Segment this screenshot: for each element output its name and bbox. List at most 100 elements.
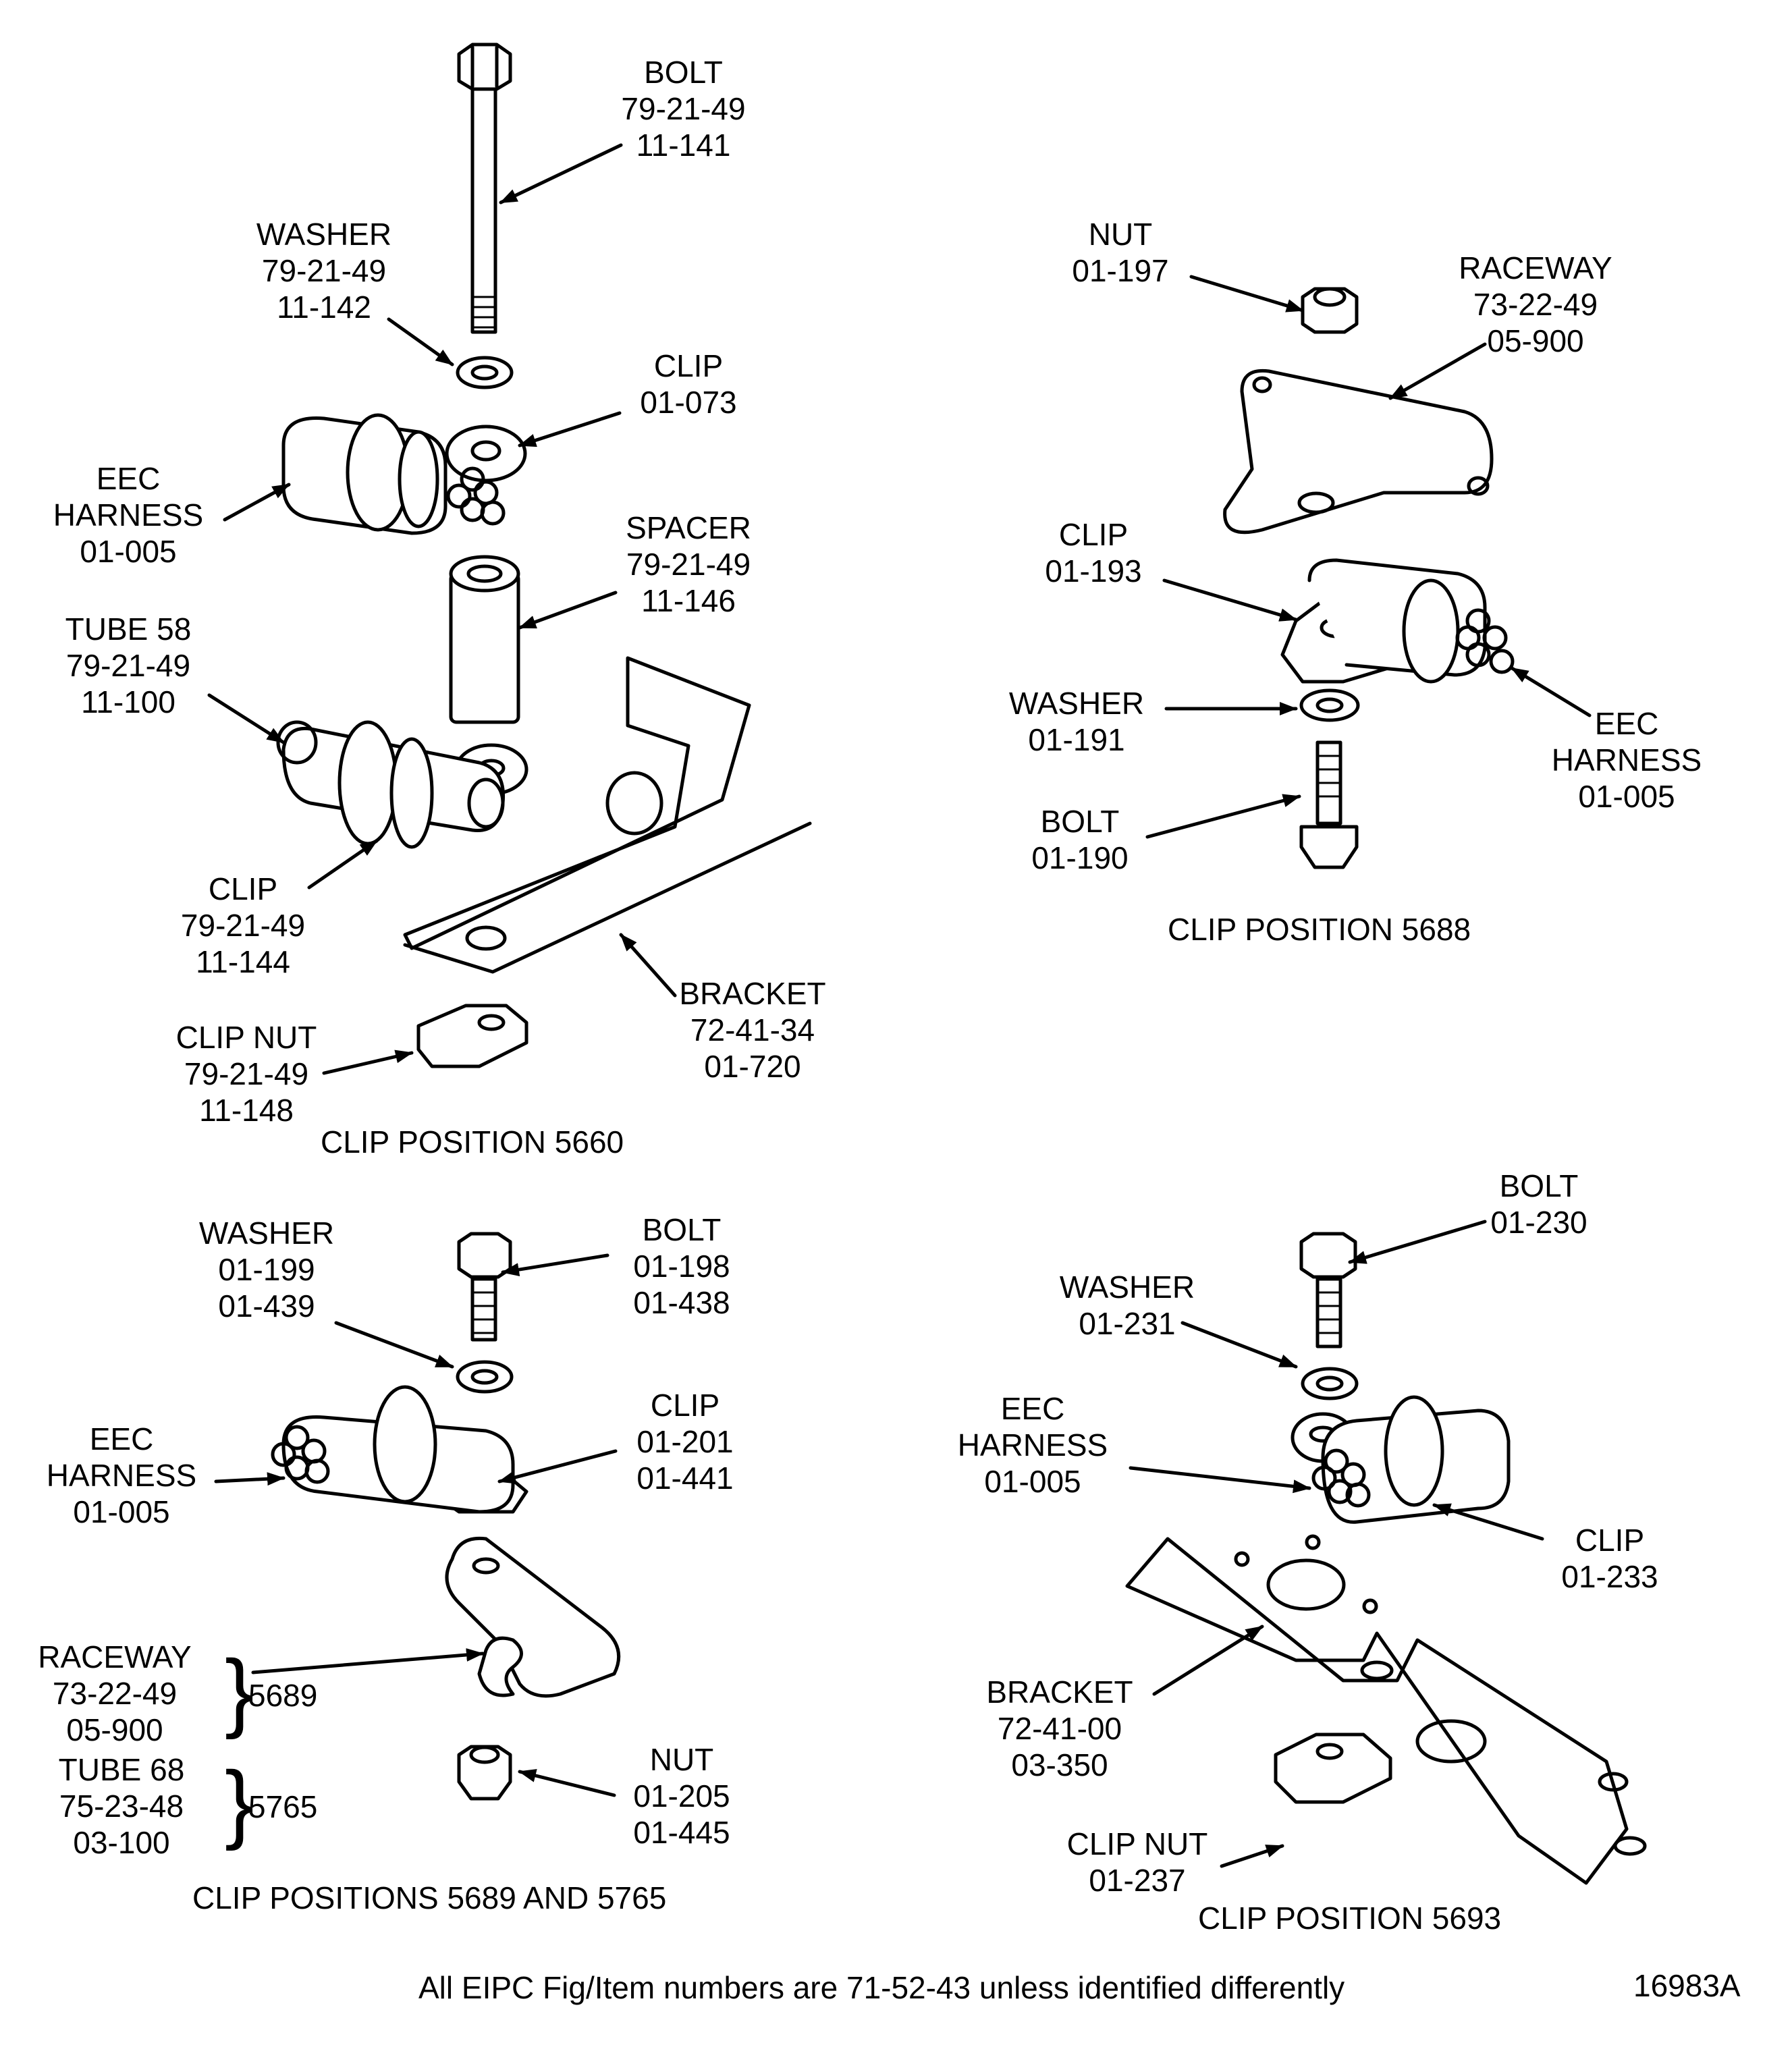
fig5689-washer xyxy=(456,1360,514,1394)
label-line: BOLT xyxy=(644,55,723,90)
label-line: HARNESS xyxy=(1551,742,1702,778)
figure-id: 16983A xyxy=(1633,1968,1741,2003)
label-line: CLIP xyxy=(650,1388,720,1423)
label-line: BOLT xyxy=(1499,1168,1579,1203)
label-line: 05-900 xyxy=(66,1712,163,1747)
fig5688-bolt xyxy=(1299,740,1359,869)
label-line: TUBE 68 xyxy=(58,1752,185,1787)
fig5660-tube-clip xyxy=(276,720,528,849)
label-line: 01-073 xyxy=(640,385,737,420)
label-line: 03-350 xyxy=(1011,1747,1108,1782)
label-line: WASHER xyxy=(1059,1270,1195,1305)
label-line: WASHER xyxy=(198,1216,335,1251)
fig5688-washer xyxy=(1299,688,1360,722)
label-line: 05-900 xyxy=(1487,323,1584,358)
fig5689-harness-label: EEC HARNESS 01-005 xyxy=(27,1421,216,1530)
fig5693-caption: CLIP POSITION 5693 xyxy=(1198,1901,1502,1936)
fig5688-washer-label: WASHER 01-191 xyxy=(989,685,1164,758)
label-line: 01-438 xyxy=(633,1285,730,1320)
label-line: 01-237 xyxy=(1089,1863,1186,1898)
fig5693-bolt-label: BOLT 01-230 xyxy=(1471,1168,1606,1240)
fig5693-bolt xyxy=(1299,1232,1357,1348)
label-line: 01-231 xyxy=(1079,1306,1176,1341)
label-line: CLIP NUT xyxy=(1066,1826,1208,1861)
label-line: 01-190 xyxy=(1031,840,1129,875)
label-line: 01-201 xyxy=(636,1424,734,1459)
raceway-brace: } xyxy=(225,1641,254,1740)
label-line: RACEWAY xyxy=(38,1639,192,1674)
label-line: NUT xyxy=(649,1742,714,1777)
fig5689-tube-position: 5765 xyxy=(248,1789,318,1824)
label-line: BOLT xyxy=(642,1212,722,1247)
label-line: 01-005 xyxy=(80,534,177,569)
label-line: CLIP xyxy=(1575,1523,1645,1558)
label-line: HARNESS xyxy=(53,497,204,533)
label-line: 01-439 xyxy=(218,1288,315,1324)
label-line: CLIP xyxy=(653,348,724,383)
fig5693-clip xyxy=(1291,1395,1511,1524)
label-line: CLIP NUT xyxy=(175,1020,317,1055)
fig5693-harness-label: EEC HARNESS 01-005 xyxy=(938,1390,1127,1500)
fig5689-raceway-label: RACEWAY 73-22-49 05-900 xyxy=(27,1639,202,1748)
label-line: CLIP xyxy=(1058,517,1129,552)
fig5688-nut xyxy=(1301,287,1359,334)
label-line: EEC xyxy=(89,1421,154,1456)
label-line: TUBE 58 xyxy=(65,611,192,647)
label-line: 01-720 xyxy=(704,1049,801,1084)
fig5693-clip-nut xyxy=(1274,1733,1392,1804)
fig5689-bolt-label: BOLT 01-198 01-438 xyxy=(614,1211,749,1321)
label-line: 79-21-49 xyxy=(65,648,191,683)
fig5688-harness-label: EEC HARNESS 01-005 xyxy=(1532,705,1721,815)
fig5660-spacer xyxy=(449,555,520,724)
label-line: 03-100 xyxy=(73,1825,170,1860)
fig5688-raceway xyxy=(1223,369,1494,535)
label-line: 01-445 xyxy=(633,1815,730,1850)
fig5660-harness-label: EEC HARNESS 01-005 xyxy=(34,460,223,570)
fig5660-clip-top xyxy=(281,413,527,535)
label-line: 73-22-49 xyxy=(1473,287,1598,322)
label-line: 11-144 xyxy=(196,944,290,979)
fig5660-bolt xyxy=(457,43,512,334)
label-line: BOLT xyxy=(1040,804,1120,839)
fig5688-clip xyxy=(1280,558,1515,684)
label-line: 11-100 xyxy=(81,684,175,719)
label-line: 11-142 xyxy=(277,290,371,325)
fig5689-raceway-clip xyxy=(445,1536,621,1698)
fig5689-raceway-position: 5689 xyxy=(248,1678,318,1713)
fig5689-bolt xyxy=(457,1232,512,1342)
label-line: 01-441 xyxy=(636,1461,734,1496)
label-line: 01-198 xyxy=(633,1249,730,1284)
fig5688-clip-label: CLIP 01-193 xyxy=(1026,516,1161,589)
label-line: 72-41-00 xyxy=(997,1711,1122,1746)
fig5660-washer-label: WASHER 79-21-49 11-142 xyxy=(236,216,412,325)
fig5693-bracket-label: BRACKET 72-41-00 03-350 xyxy=(972,1674,1147,1783)
fig5689-clip xyxy=(271,1385,528,1514)
label-line: 01-230 xyxy=(1490,1205,1587,1240)
fig5689-clip-label: CLIP 01-201 01-441 xyxy=(618,1387,753,1496)
label-line: BRACKET xyxy=(679,976,826,1011)
label-line: 73-22-49 xyxy=(52,1676,178,1711)
label-line: EEC xyxy=(1594,706,1659,741)
label-line: HARNESS xyxy=(46,1458,197,1493)
fig5688-bolt-label: BOLT 01-190 xyxy=(1012,803,1147,876)
fig5689-caption: CLIP POSITIONS 5689 AND 5765 xyxy=(192,1880,667,1915)
label-line: 01-005 xyxy=(73,1494,170,1529)
label-line: CLIP xyxy=(208,871,278,906)
label-line: 01-197 xyxy=(1072,253,1169,288)
fig5660-tube-label: TUBE 58 79-21-49 11-100 xyxy=(47,611,209,720)
fig5660-washer xyxy=(456,356,514,389)
fig5688-raceway-label: RACEWAY 73-22-49 05-900 xyxy=(1434,250,1637,359)
fig5693-clip-label: CLIP 01-233 xyxy=(1542,1522,1677,1595)
label-line: 79-21-49 xyxy=(621,91,746,126)
label-line: 01-191 xyxy=(1028,722,1125,757)
fig5660-bracket xyxy=(403,656,812,974)
fig5660-clip-nut xyxy=(416,1004,528,1068)
label-line: WASHER xyxy=(256,217,392,252)
fig5660-bracket-label: BRACKET 72-41-34 01-720 xyxy=(665,975,840,1085)
fig5693-clipnut-label: CLIP NUT 01-237 xyxy=(1050,1826,1225,1899)
label-line: 79-21-49 xyxy=(626,547,751,582)
label-line: EEC xyxy=(96,461,161,496)
label-line: NUT xyxy=(1088,217,1153,252)
